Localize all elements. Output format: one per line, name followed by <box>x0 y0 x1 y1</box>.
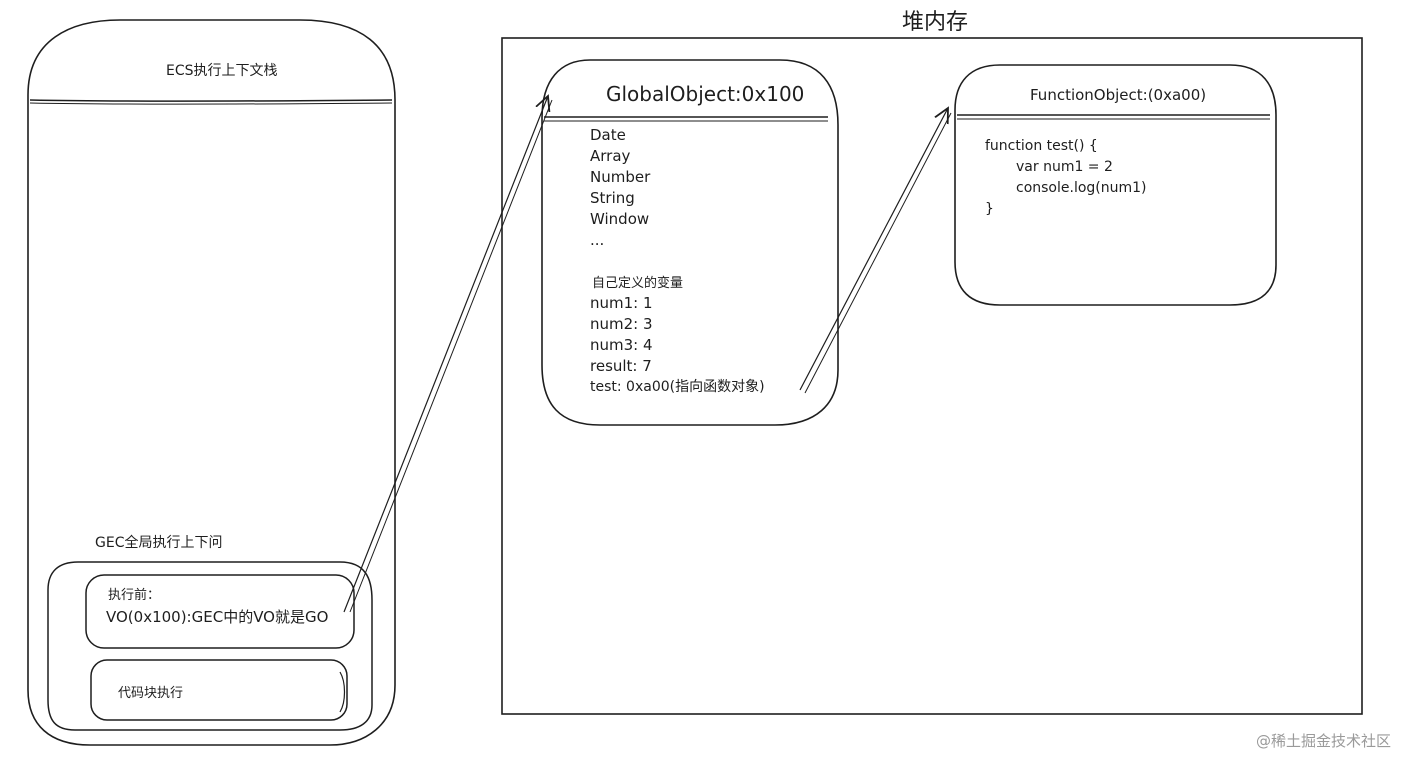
vars-list: num1: 1 num2: 3 num3: 4 result: 7 test: … <box>590 293 765 398</box>
builtin-item: Array <box>590 147 631 165</box>
before-exec-label: 执行前： <box>108 588 161 603</box>
global-object-title: GlobalObject:0x100 <box>606 82 805 106</box>
code-line: console.log(num1) <box>1016 180 1147 196</box>
var-item: num1: 1 <box>590 294 653 312</box>
heap-container <box>501 37 1363 715</box>
code-line: } <box>985 201 994 217</box>
code-line: function test() { <box>985 138 1098 154</box>
function-object-box <box>954 64 1277 306</box>
var-item: test: 0xa00(指向函数对象) <box>590 379 765 395</box>
watermark: @稀土掘金技术社区 <box>1256 732 1392 750</box>
gec-container <box>47 561 373 731</box>
code-block-label: 代码块执行 <box>118 686 184 701</box>
test-to-function-arrow <box>799 108 952 394</box>
function-object-title: FunctionObject:(0xa00) <box>1030 86 1207 104</box>
code-block-box <box>90 659 348 721</box>
var-item: num2: 3 <box>590 315 653 333</box>
ecs-stack-container <box>27 19 396 746</box>
builtin-item: Date <box>590 126 626 144</box>
vo-to-global-arrow <box>343 96 553 613</box>
builtin-item: Window <box>590 210 650 228</box>
vo-box <box>85 574 355 649</box>
builtin-item: ... <box>590 231 605 249</box>
builtin-item: String <box>590 189 635 207</box>
var-item: num3: 4 <box>590 336 653 354</box>
gec-label: GEC全局执行上下问 <box>95 535 223 551</box>
var-item: result: 7 <box>590 357 652 375</box>
heap-title: 堆内存 <box>902 10 969 35</box>
builtin-item: Number <box>590 168 651 186</box>
vo-line: VO(0x100):GEC中的VO就是GO <box>106 608 329 626</box>
function-code: function test() { var num1 = 2 console.l… <box>985 136 1147 220</box>
custom-vars-label: 自己定义的变量 <box>592 276 684 291</box>
ecs-stack-title: ECS执行上下文栈 <box>166 63 278 79</box>
code-line: var num1 = 2 <box>1016 159 1113 175</box>
builtins-list: Date Array Number String Window ... <box>590 125 650 251</box>
